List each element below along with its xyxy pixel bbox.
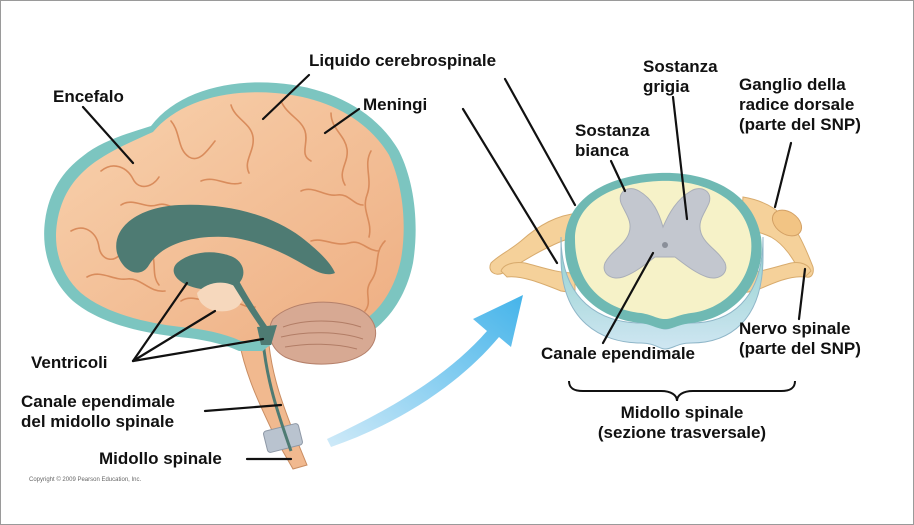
leader-canale-ependimale bbox=[601, 251, 655, 345]
leader-liquido-brain bbox=[261, 73, 311, 121]
leader-nervo bbox=[797, 267, 807, 321]
leader-liquido-cord bbox=[503, 77, 577, 207]
leader-ventricoli-2 bbox=[131, 309, 217, 363]
dorsal-root-ganglion bbox=[771, 209, 803, 237]
label-sostanza-bianca-line1: Sostanza bbox=[575, 121, 650, 140]
leader-ventricoli-1 bbox=[131, 281, 189, 363]
leader-sostanza-grigia bbox=[671, 95, 689, 221]
leader-meningi-cord bbox=[461, 107, 559, 265]
label-sezione-trasversale: Midollo spinale (sezione trasversale) bbox=[569, 403, 795, 443]
curved-arrow-icon bbox=[327, 295, 523, 447]
cord-meninges-band bbox=[263, 423, 303, 453]
label-sostanza-grigia-line1: Sostanza bbox=[643, 57, 718, 76]
third-ventricle bbox=[173, 252, 244, 291]
left-nerve-upper bbox=[489, 212, 582, 275]
label-sostanza-bianca-line2: bianca bbox=[575, 141, 629, 160]
label-sostanza-grigia-line2: grigia bbox=[643, 77, 690, 96]
brain-canal-line bbox=[261, 340, 293, 452]
brace-icon bbox=[568, 380, 796, 402]
brain bbox=[44, 82, 416, 470]
copyright-notice: Copyright © 2009 Pearson Education, Inc. bbox=[29, 477, 142, 483]
label-ganglio-line2: radice dorsale bbox=[739, 95, 855, 114]
lateral-ventricle bbox=[116, 204, 335, 275]
thalamus bbox=[197, 282, 243, 312]
label-ventricoli: Ventricoli bbox=[31, 353, 108, 372]
label-meningi: Meningi bbox=[363, 95, 428, 114]
leader-encefalo bbox=[81, 105, 135, 165]
label-encefalo: Encefalo bbox=[53, 87, 124, 106]
label-sostanza-bianca: Sostanza bianca bbox=[575, 121, 650, 161]
left-nerve-lower bbox=[500, 262, 576, 294]
gray-matter bbox=[603, 188, 727, 279]
label-canale-midollo-line2: del midollo spinale bbox=[21, 412, 175, 431]
label-canale-midollo-line1: Canale ependimale bbox=[21, 392, 176, 411]
leader-meningi-brain bbox=[323, 107, 361, 135]
label-nervo-line1: Nervo spinale bbox=[739, 319, 851, 338]
cerebellum-folds bbox=[280, 320, 364, 350]
label-canale-midollo: Canale ependimale del midollo spinale bbox=[21, 392, 175, 432]
cerebral-aqueduct bbox=[233, 281, 269, 331]
label-ganglio-line1: Ganglio della bbox=[739, 75, 846, 94]
label-canale-ependimale: Canale ependimale bbox=[541, 344, 696, 363]
label-liquido-cerebrospinale: Liquido cerebrospinale bbox=[309, 51, 497, 70]
label-midollo-spinale: Midollo spinale bbox=[99, 449, 222, 468]
spinal-cord-section bbox=[489, 172, 814, 350]
leader-ventricoli-3 bbox=[131, 337, 265, 363]
label-sezione-line2: (sezione trasversale) bbox=[597, 423, 767, 442]
label-nervo-spinale: Nervo spinale (parte del SNP) bbox=[739, 319, 861, 359]
central-canal bbox=[662, 242, 668, 248]
leader-sostanza-bianca bbox=[609, 159, 627, 193]
leader-ganglio bbox=[773, 141, 793, 209]
leader-canale-midollo bbox=[203, 403, 283, 413]
label-sostanza-grigia: Sostanza grigia bbox=[643, 57, 718, 97]
label-nervo-line2: (parte del SNP) bbox=[739, 339, 861, 358]
label-sezione-line1: Midollo spinale bbox=[620, 403, 744, 422]
label-ganglio: Ganglio della radice dorsale (parte del … bbox=[739, 75, 861, 135]
leader-lines bbox=[81, 73, 807, 461]
label-ganglio-line3: (parte del SNP) bbox=[739, 115, 861, 134]
